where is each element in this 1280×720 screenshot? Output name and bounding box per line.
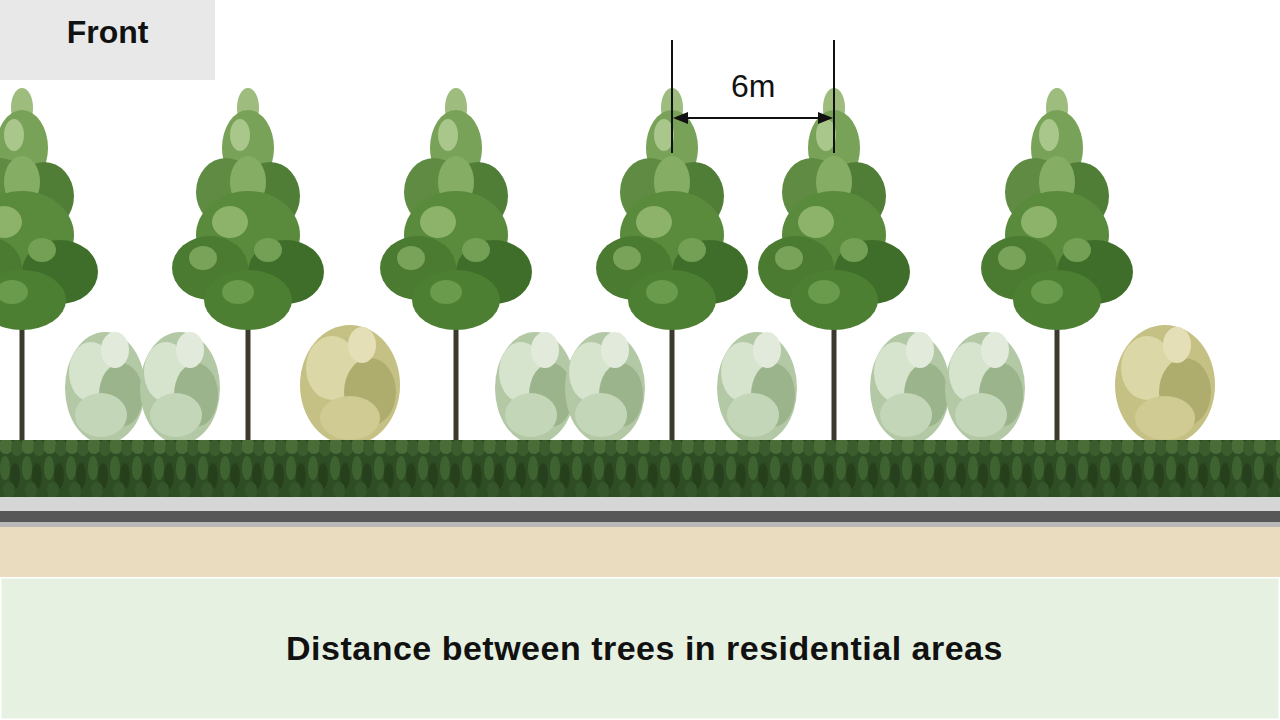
shrub (140, 332, 220, 444)
shrub (1115, 325, 1215, 445)
view-label-box: Front (0, 0, 215, 80)
view-label: Front (16, 14, 199, 51)
arrowhead (673, 112, 688, 124)
shrub (300, 325, 400, 445)
shrub (945, 332, 1025, 444)
sand-strip (0, 527, 1280, 577)
gravel-strip (0, 497, 1280, 511)
caption: Distance between trees in residential ar… (286, 629, 1003, 668)
road-line (0, 511, 1280, 522)
road-edge (0, 522, 1280, 527)
dimension-label: 6m (731, 68, 775, 105)
dimension-line (672, 40, 834, 153)
caption-band (0, 577, 1280, 720)
shrub (870, 332, 950, 444)
hedge (0, 440, 1280, 497)
shrub (717, 332, 797, 444)
shrub (495, 332, 575, 444)
shrub (65, 332, 145, 444)
arrowhead (818, 112, 833, 124)
shrub (565, 332, 645, 444)
